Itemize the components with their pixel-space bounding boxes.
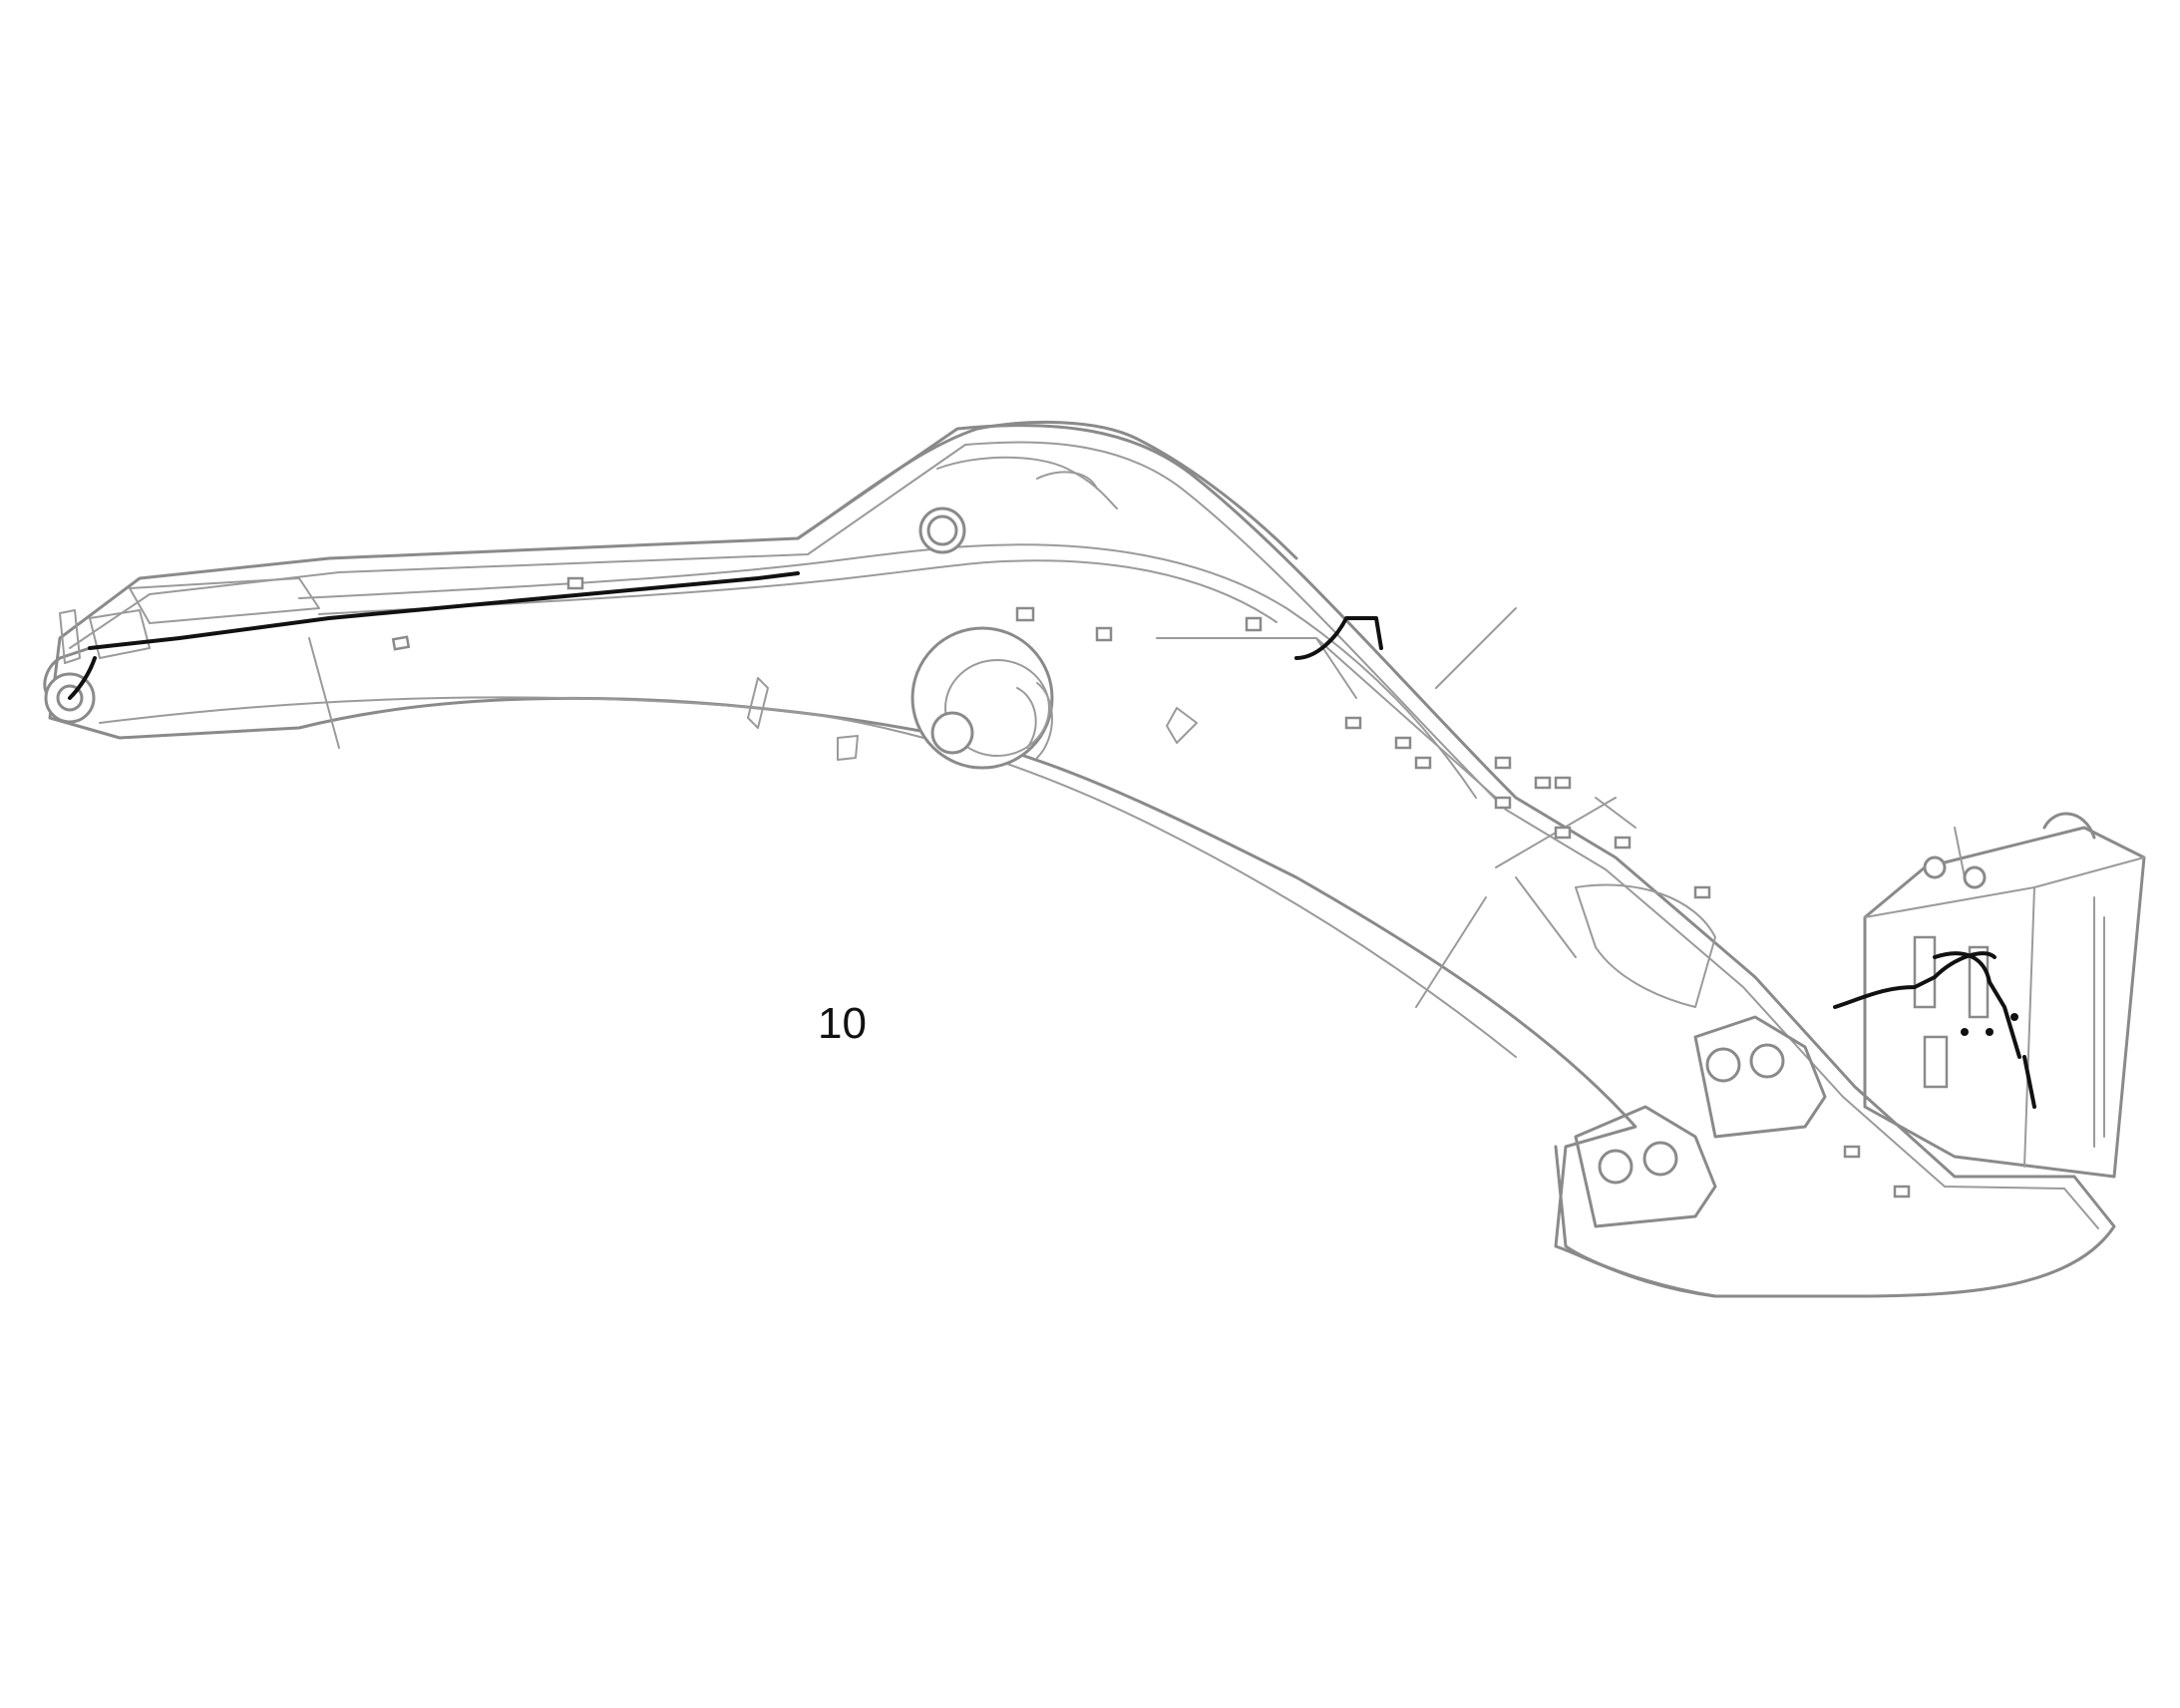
boom-body — [48, 424, 2116, 1298]
control-box — [1863, 812, 2146, 1179]
boom-tip — [43, 577, 320, 724]
callout-label: 10 — [818, 999, 867, 1048]
boom-detail-plates — [391, 576, 1911, 1198]
wiring-harness — [68, 571, 2036, 1109]
boom-foot — [1554, 883, 1827, 1298]
center-boss — [910, 626, 1054, 770]
boom-knuckle — [796, 420, 1298, 560]
